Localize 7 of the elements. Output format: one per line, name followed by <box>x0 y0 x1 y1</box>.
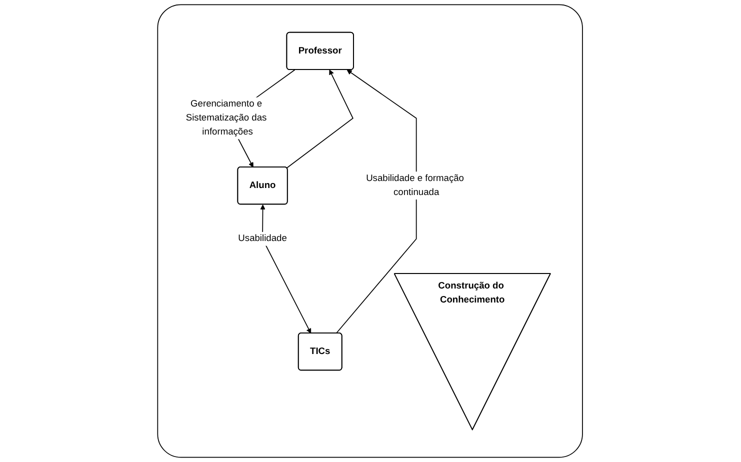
cluster <box>158 4 584 458</box>
edge-label: Usabilidade e formação continuada <box>366 173 464 198</box>
edge-label: Usabilidade <box>238 234 288 244</box>
arrow <box>336 70 418 334</box>
arrow <box>286 70 354 168</box>
edge-label: Gerenciamento e Sistematização das informações <box>186 99 268 137</box>
arrow <box>260 204 312 334</box>
